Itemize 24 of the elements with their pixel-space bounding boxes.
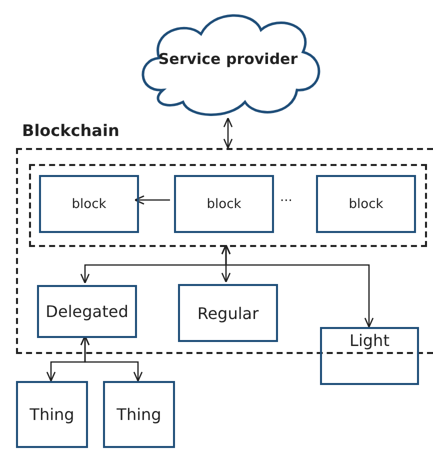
node-label: block bbox=[72, 196, 106, 212]
block-box bbox=[39, 175, 139, 233]
node-label: Regular bbox=[197, 304, 259, 322]
arrow bbox=[80, 335, 143, 382]
block-box bbox=[174, 175, 274, 233]
node-label: block bbox=[348, 196, 384, 212]
node-box bbox=[178, 284, 278, 342]
node-label: Thing bbox=[30, 405, 74, 424]
node-box bbox=[37, 285, 137, 338]
group-heading: Blockchain bbox=[22, 121, 120, 140]
node-label: block bbox=[206, 196, 242, 212]
node-label: Light bbox=[350, 331, 390, 350]
node-label: Thing bbox=[116, 405, 162, 424]
arrow bbox=[221, 244, 374, 328]
node-box bbox=[320, 327, 419, 385]
arrow bbox=[223, 117, 233, 149]
cloud-label: Service provider bbox=[158, 50, 298, 68]
arrow bbox=[134, 195, 170, 205]
box-shape bbox=[29, 164, 427, 247]
node-box bbox=[16, 381, 88, 448]
block-box bbox=[316, 175, 416, 233]
node-label: Delegated bbox=[46, 302, 128, 321]
node-box bbox=[103, 381, 175, 448]
ellipsis-label: ... bbox=[280, 190, 292, 205]
